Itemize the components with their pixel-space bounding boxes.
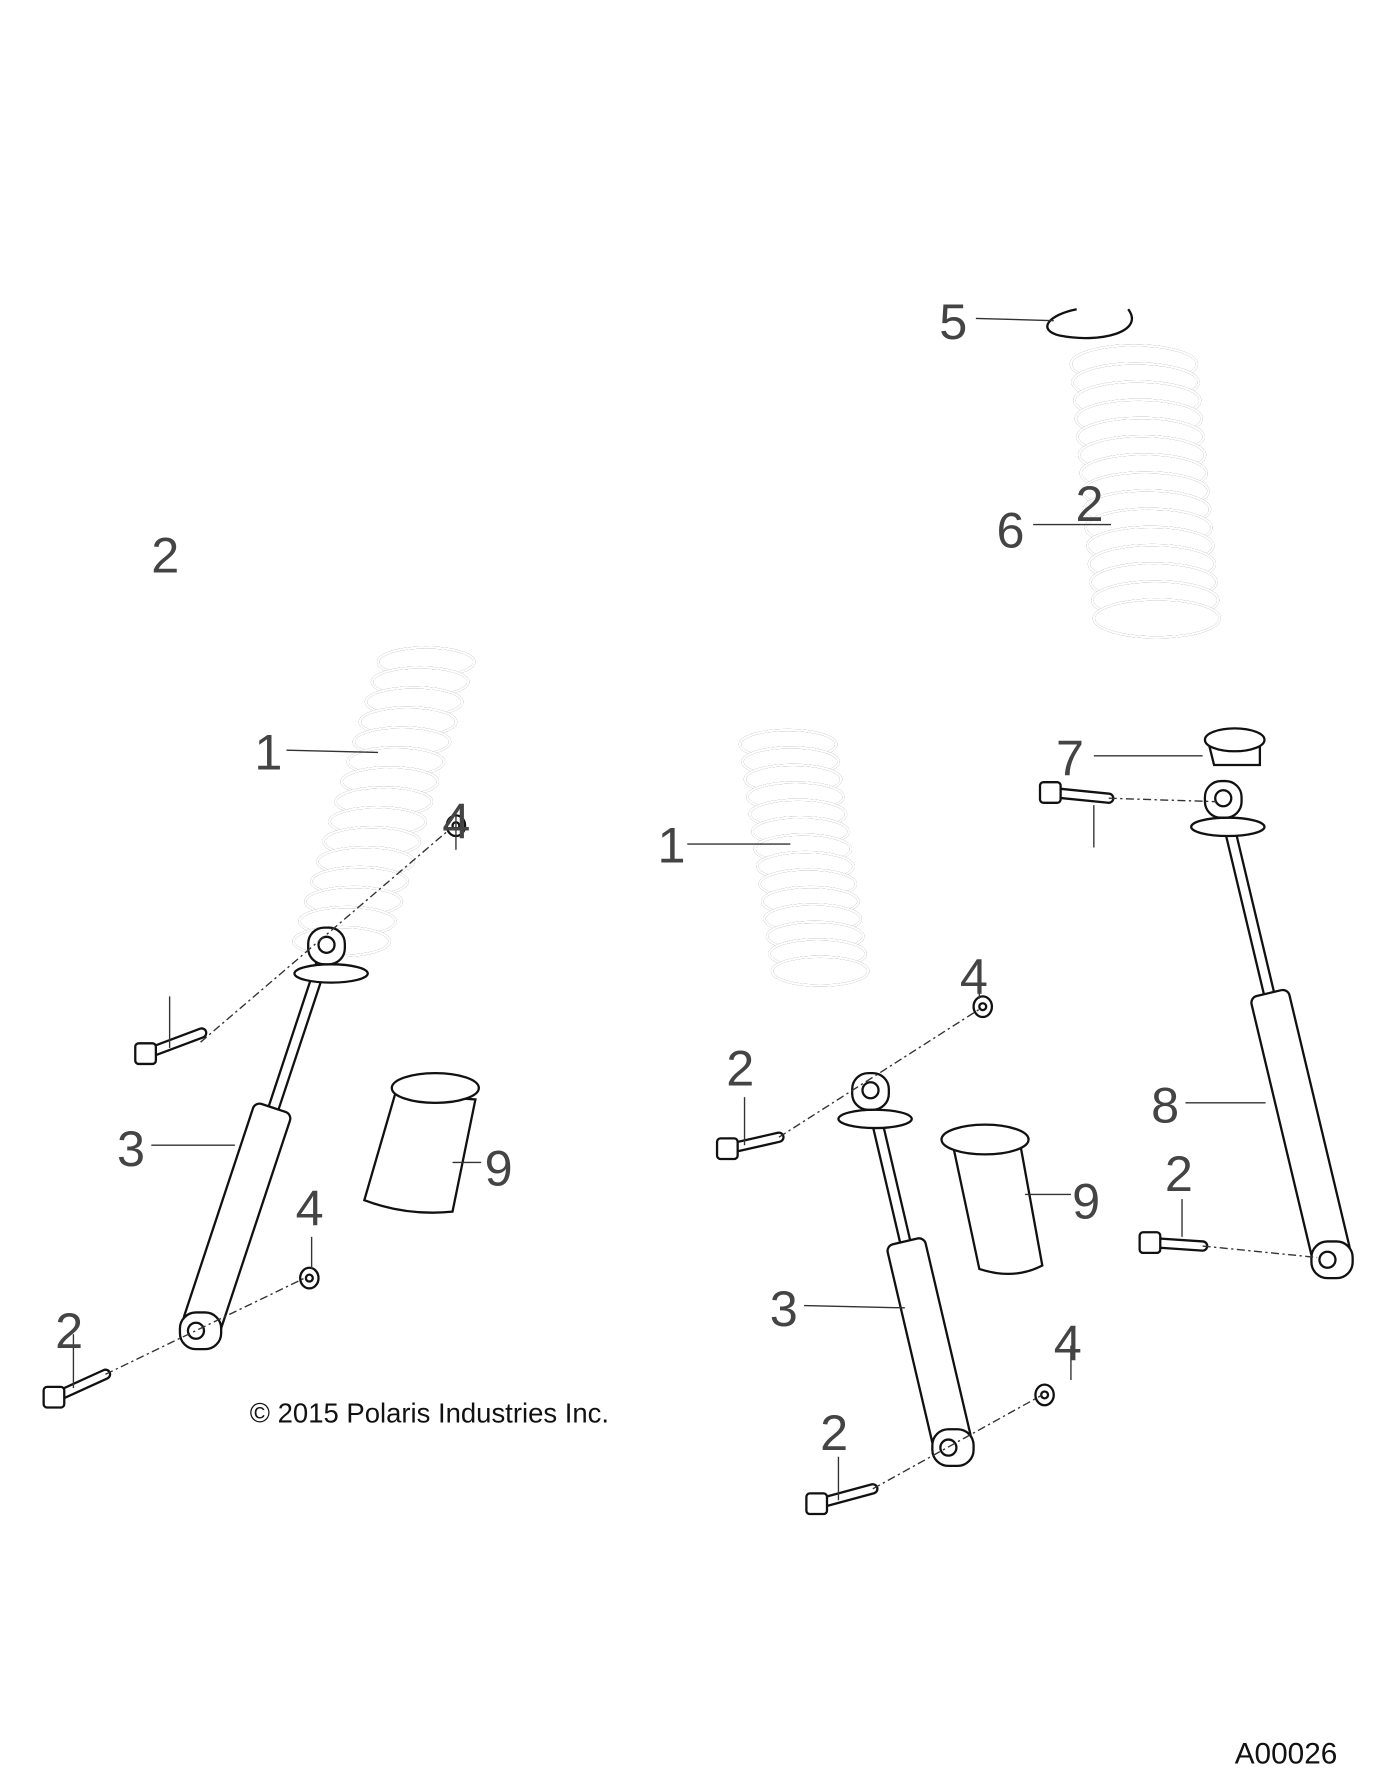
bolt-head — [134, 1042, 158, 1066]
bolt — [805, 1483, 879, 1516]
callout-4: 4 — [442, 792, 470, 849]
bolt — [134, 1027, 208, 1066]
flange-nut — [1034, 1383, 1055, 1407]
bolt-head — [715, 1137, 739, 1161]
callout-3: 3 — [770, 1280, 798, 1337]
callout-9: 9 — [485, 1139, 513, 1196]
callout-2: 2 — [1165, 1145, 1193, 1202]
coil-spring-rear — [1069, 344, 1221, 639]
bolt — [715, 1131, 785, 1161]
spring-spacer — [1203, 727, 1266, 767]
callout-1: 1 — [254, 724, 282, 781]
bolt-head — [1138, 1231, 1162, 1255]
shock-flange — [1190, 816, 1266, 838]
bolt-head — [805, 1492, 829, 1516]
figure-code: A00026 — [1235, 1738, 1338, 1771]
callout-4: 4 — [296, 1179, 324, 1236]
bolt — [42, 1368, 112, 1409]
callout-8: 8 — [1151, 1076, 1179, 1133]
boot-tube-mid — [940, 1123, 1044, 1276]
shock-absorber-left — [178, 926, 369, 1351]
bolt-head — [42, 1385, 66, 1409]
callout-2: 2 — [151, 527, 179, 584]
callout-4: 4 — [1054, 1315, 1082, 1372]
callout-2: 2 — [820, 1404, 848, 1461]
flange-nut — [972, 995, 994, 1019]
callout-2: 2 — [1076, 475, 1104, 532]
flange-nut — [299, 1266, 320, 1290]
callout-3: 3 — [117, 1120, 145, 1177]
callout-7: 7 — [1056, 729, 1084, 786]
callout-6: 6 — [996, 501, 1024, 558]
bolt — [1038, 781, 1115, 804]
shock-absorber-mid — [837, 1071, 975, 1468]
shock-absorber-rear — [1190, 779, 1354, 1280]
copyright-notice: © 2015 Polaris Industries Inc. — [250, 1397, 609, 1428]
shock-flange — [293, 963, 369, 984]
shock-body — [1250, 988, 1351, 1262]
bolt — [1138, 1231, 1209, 1255]
callout-9: 9 — [1072, 1173, 1100, 1230]
callout-4: 4 — [960, 948, 988, 1005]
bolt-head — [1038, 781, 1062, 804]
callout-1: 1 — [657, 816, 685, 873]
coil-spring-left — [292, 646, 476, 957]
callout-2: 2 — [55, 1302, 83, 1359]
shock-body — [182, 1102, 292, 1334]
callout-5: 5 — [939, 293, 967, 350]
shock-flange — [837, 1108, 913, 1130]
callout-2: 2 — [726, 1040, 754, 1097]
shock-body — [886, 1237, 972, 1450]
boot-tube-left — [362, 1071, 480, 1214]
retaining-ring — [1046, 308, 1133, 340]
coil-spring-mid — [738, 728, 870, 987]
